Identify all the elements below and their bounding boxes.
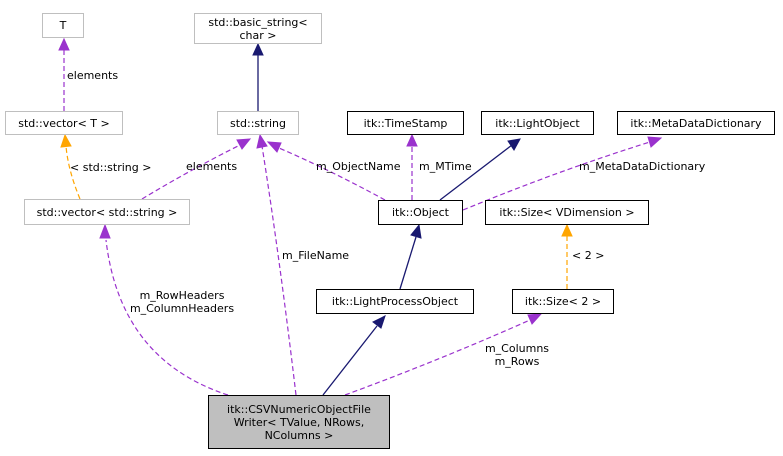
edge-csv-size2 — [344, 319, 531, 396]
node-vector-t[interactable]: std::vector< T > — [5, 111, 123, 135]
edge-object-string — [278, 147, 386, 201]
arrowhead-vector-string-vector-t — [60, 133, 72, 148]
arrowhead-object-metadatadictionary — [647, 136, 663, 148]
arrowhead-csv-string — [256, 133, 268, 149]
arrowhead-string-basic-string — [252, 42, 264, 56]
arrowhead-object-lightobject — [507, 138, 521, 151]
label-two-arg: < 2 > — [572, 249, 605, 262]
edge-vector-string-vector-t — [65, 145, 81, 200]
edge-lightprocessobject-object — [399, 236, 417, 290]
label-file-name: m_FileName — [282, 249, 350, 262]
node-timestamp[interactable]: itk::TimeStamp — [347, 111, 464, 135]
edge-csv-string — [261, 145, 297, 396]
node-string[interactable]: std::string — [217, 111, 299, 135]
arrowhead-size2-size-vdim — [561, 223, 573, 237]
node-basic-string[interactable]: std::basic_string< char > — [194, 13, 322, 44]
arrowhead-vector-t-t — [58, 37, 70, 51]
label-object-name: m_ObjectName — [316, 160, 401, 173]
arrowhead-vector-string-string — [236, 138, 252, 150]
label-std-string-arg: < std::string > — [70, 161, 152, 174]
node-size-vdim[interactable]: itk::Size< VDimension > — [485, 200, 649, 225]
node-vector-string[interactable]: std::vector< std::string > — [24, 199, 190, 225]
edge-object-lightobject — [439, 144, 513, 201]
arrowhead-lightprocessobject-object — [410, 223, 422, 239]
label-meta-dict: m_MetaDataDictionary — [579, 160, 706, 173]
edge-csv-lightprocessobject — [322, 325, 378, 396]
arrowhead-csv-lightprocessobject — [372, 315, 386, 329]
node-lightobject[interactable]: itk::LightObject — [481, 111, 594, 135]
label-cols-rows: m_Columns m_Rows — [484, 342, 550, 368]
edge-vector-string-string — [141, 144, 241, 200]
label-row-col-headers: m_RowHeaders m_ColumnHeaders — [129, 289, 235, 315]
node-metadatadictionary[interactable]: itk::MetaDataDictionary — [617, 111, 775, 135]
node-t[interactable]: T — [42, 13, 84, 38]
node-lightprocessobject[interactable]: itk::LightProcessObject — [316, 289, 474, 314]
node-csv-numeric-object-file-writer[interactable]: itk::CSVNumericObjectFile Writer< TValue… — [208, 395, 390, 449]
label-elements-mid: elements — [186, 160, 238, 173]
arrowhead-csv-size2 — [527, 313, 543, 325]
edge-csv-vector-string — [105, 239, 229, 396]
label-mtime: m_MTime — [419, 160, 472, 173]
arrowhead-object-timestamp — [406, 133, 418, 147]
label-elements-top: elements — [67, 69, 119, 82]
node-object[interactable]: itk::Object — [378, 200, 463, 225]
arrowhead-csv-vector-string — [99, 223, 111, 239]
arrowhead-object-string — [266, 141, 282, 153]
node-size2[interactable]: itk::Size< 2 > — [512, 289, 614, 314]
